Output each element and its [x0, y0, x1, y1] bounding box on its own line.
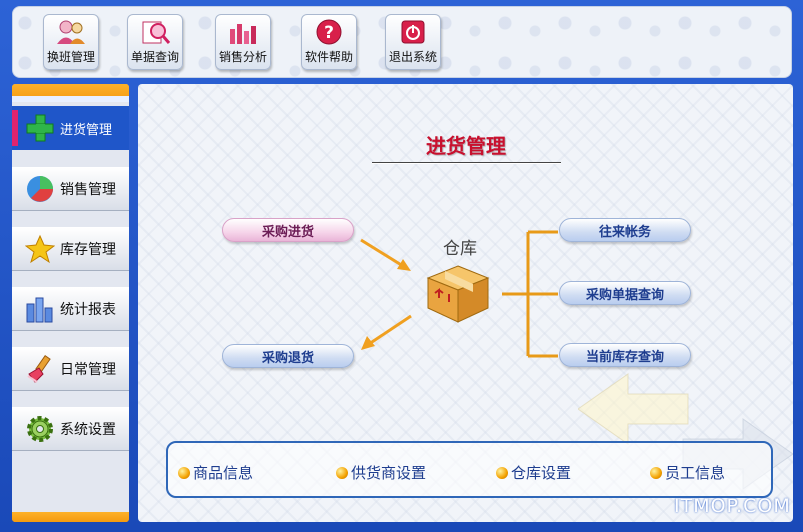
shift-management-label: 换班管理: [46, 50, 95, 64]
sidebar-item-inventory[interactable]: 库存管理: [12, 227, 129, 271]
purchase-return-button[interactable]: 采购退货: [222, 344, 354, 368]
sidebar-item-settings[interactable]: 系统设置: [12, 407, 129, 451]
sidebar-gap: [12, 392, 129, 408]
sidebar-item-purchase[interactable]: 进货管理: [12, 106, 129, 150]
sidebar: 进货管理 销售管理 库存管理 统计报表: [12, 84, 129, 522]
sidebar-bottom-bar: [12, 512, 129, 522]
bullet-icon: [178, 466, 190, 479]
warehouse-box-icon[interactable]: [425, 262, 491, 328]
sidebar-item-label: 系统设置: [60, 422, 116, 438]
warehouse-label: 仓库: [443, 239, 477, 259]
title-underline: [372, 162, 561, 164]
watermark: ITMOP.COM: [674, 495, 791, 517]
link-label: 员工信息: [665, 464, 726, 482]
quick-links-bar: 商品信息 供货商设置 仓库设置 员工信息: [166, 441, 773, 498]
supplier-settings-link[interactable]: 供货商设置: [336, 462, 426, 483]
pie-ball-icon: [24, 173, 56, 205]
users-icon: [54, 18, 88, 46]
magnifier-icon: [138, 18, 172, 46]
gear-icon: [24, 413, 56, 445]
sales-analysis-label: 销售分析: [218, 50, 267, 64]
software-help-label: 软件帮助: [304, 50, 353, 64]
main-panel: 进货管理 采购进货 采购退货 仓库 往来帐务 采购单据查询 当前库存查询: [138, 84, 793, 522]
exit-system-label: 退出系统: [388, 50, 437, 64]
sidebar-gap: [12, 150, 129, 166]
link-label: 商品信息: [193, 464, 254, 482]
green-plus-icon: [24, 112, 56, 144]
star-icon: [24, 233, 56, 265]
purchase-in-button[interactable]: 采购进货: [222, 218, 354, 242]
flow-arrows-left: [360, 238, 412, 350]
bullet-icon: [336, 466, 348, 479]
purchase-document-query-button[interactable]: 采购单据查询: [559, 281, 691, 305]
accounts-button[interactable]: 往来帐务: [559, 218, 691, 242]
document-query-label: 单据查询: [130, 50, 179, 64]
power-icon: [396, 18, 430, 46]
sidebar-gap: [12, 272, 129, 288]
bar-chart-icon: [226, 18, 260, 46]
link-label: 仓库设置: [511, 464, 572, 482]
bullet-icon: [496, 466, 508, 479]
flow-bracket-right: [502, 230, 558, 358]
bars-icon: [24, 293, 56, 325]
product-info-link[interactable]: 商品信息: [178, 462, 253, 483]
sidebar-item-sales[interactable]: 销售管理: [12, 167, 129, 211]
sidebar-item-label: 进货管理: [60, 122, 113, 138]
current-inventory-query-button[interactable]: 当前库存查询: [559, 343, 691, 367]
sales-analysis-button[interactable]: 销售分析: [215, 14, 271, 70]
sidebar-item-reports[interactable]: 统计报表: [12, 287, 129, 331]
sidebar-item-label: 销售管理: [60, 182, 116, 198]
exit-system-button[interactable]: 退出系统: [385, 14, 441, 70]
sidebar-item-label: 日常管理: [60, 362, 116, 378]
shift-management-button[interactable]: 换班管理: [43, 14, 99, 70]
brush-icon: [24, 353, 56, 385]
svg-text:?: ?: [324, 23, 334, 43]
link-label: 供货商设置: [351, 464, 427, 482]
toolbar: 换班管理 单据查询 销售分析 ?: [12, 6, 792, 78]
page-title: 进货管理: [426, 134, 506, 158]
sidebar-top-stripe: [12, 96, 129, 102]
sidebar-item-label: 统计报表: [60, 302, 116, 318]
warehouse-settings-link[interactable]: 仓库设置: [496, 462, 571, 483]
sidebar-gap: [12, 332, 129, 348]
help-icon: ?: [312, 18, 346, 46]
software-help-button[interactable]: ? 软件帮助: [301, 14, 357, 70]
bullet-icon: [650, 466, 662, 479]
sidebar-item-daily[interactable]: 日常管理: [12, 347, 129, 391]
employee-info-link[interactable]: 员工信息: [650, 462, 725, 483]
sidebar-item-label: 库存管理: [60, 242, 116, 258]
sidebar-gap: [12, 212, 129, 228]
active-indicator: [12, 110, 18, 146]
document-query-button[interactable]: 单据查询: [127, 14, 183, 70]
